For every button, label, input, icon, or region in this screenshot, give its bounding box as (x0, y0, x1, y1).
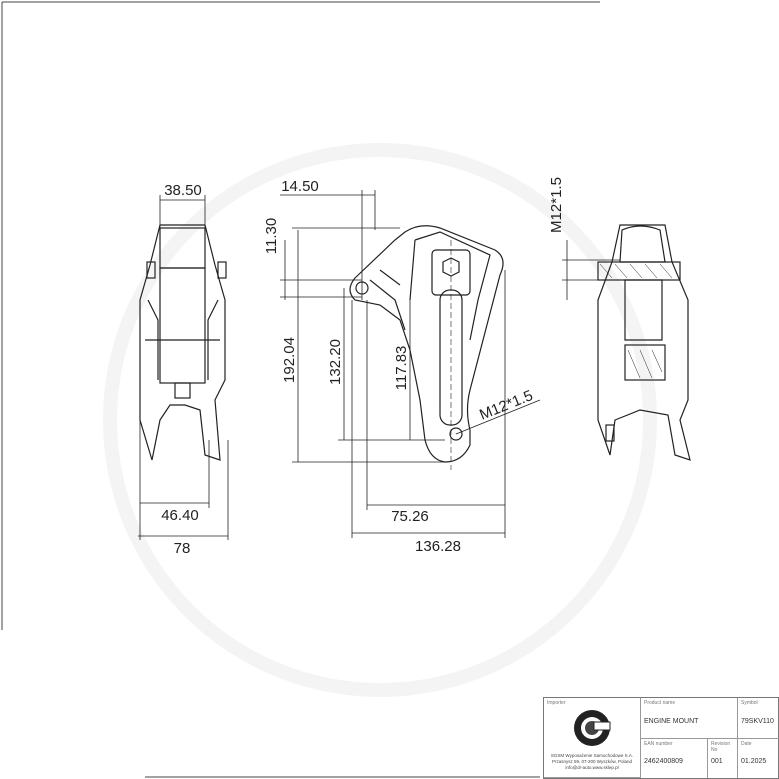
front-dimensions (280, 190, 541, 538)
front-view (349, 225, 504, 470)
dim-117-83: 117.83 (393, 346, 410, 391)
dim-132-20: 132.20 (327, 339, 344, 385)
revision-label: Revision No (711, 741, 731, 753)
title-block: Importer SGSM Wyposażenie Samochodowe S.… (543, 697, 779, 779)
symbol: 79SKV110 (741, 718, 774, 725)
ean: 2462400809 (644, 758, 683, 765)
section-view (597, 224, 691, 461)
ean-cell: EAN number 2462400809 (641, 739, 708, 778)
importer-line-1: SGSM Wyposażenie Samochodowe S.A. (550, 753, 634, 758)
page-border (1, 1, 600, 778)
dim-192-04: 192.04 (281, 337, 298, 383)
section-dimensions (562, 240, 620, 300)
product-name-label: Product name (644, 700, 676, 706)
company-logo (574, 710, 611, 746)
left-dimensions (138, 195, 229, 540)
date: 01.2025 (741, 758, 767, 765)
left-side-view (139, 224, 227, 461)
importer-line-2: Przasnysz 59, 07-200 Wyszków, Poland (552, 759, 632, 764)
symbol-cell: Symbol 79SKV110 (738, 698, 779, 739)
importer-line-3: info@dr-auto.www.sklep.pl (565, 765, 619, 770)
dim-136-28: 136.28 (415, 538, 461, 555)
dim-75-26: 75.26 (391, 508, 429, 525)
dim-46-40: 46.40 (161, 507, 199, 524)
dim-14-50: 14.50 (281, 178, 319, 195)
product-name: ENGINE MOUNT (644, 718, 699, 725)
importer-cell: Importer SGSM Wyposażenie Samochodowe S.… (544, 698, 641, 778)
dim-thread-front: M12*1.5 (477, 387, 535, 424)
date-cell: Date 01.2025 (738, 739, 779, 778)
revision-cell: Revision No 001 (708, 739, 738, 778)
dim-11-30: 11.30 (263, 218, 280, 254)
importer-label: Importer (547, 700, 566, 706)
symbol-label: Symbol (741, 700, 758, 706)
dim-78: 78 (174, 540, 191, 557)
date-label: Date (741, 741, 752, 747)
revision: 001 (711, 758, 723, 765)
ean-label: EAN number (644, 741, 673, 747)
watermark (103, 143, 657, 697)
dim-thread-section: M12*1.5 (548, 177, 565, 233)
dim-38-50: 38.50 (164, 182, 202, 199)
product-name-cell: Product name ENGINE MOUNT (641, 698, 738, 739)
